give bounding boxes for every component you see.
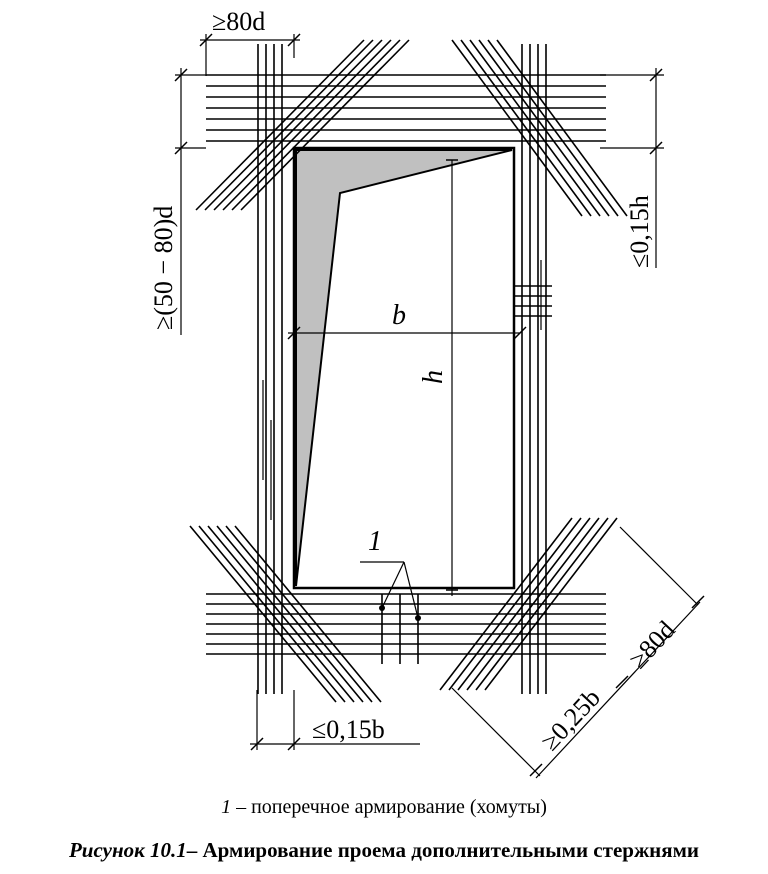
diagonal-bar bbox=[195, 39, 365, 211]
dimension-ticks bbox=[174, 33, 705, 777]
label-right-015h: ≤0,15h bbox=[625, 195, 654, 268]
diagonal-bar bbox=[487, 39, 619, 217]
diagonal-bar bbox=[475, 517, 609, 691]
diagonal-bar bbox=[469, 39, 601, 217]
reinforcement-bars bbox=[189, 39, 628, 703]
label-top-80d: ≥80d bbox=[212, 7, 265, 36]
figure-caption: Рисунок 10.1– Армирование проема дополни… bbox=[0, 838, 768, 863]
diagonal-bar bbox=[496, 39, 628, 217]
legend-text: – поперечное армирование (хомуты) bbox=[231, 796, 547, 818]
label-br-025b: ≥0,25b bbox=[535, 683, 606, 756]
diagonal-bar bbox=[484, 517, 618, 691]
diagonal-bar bbox=[451, 39, 583, 217]
diagonal-bar bbox=[216, 525, 364, 703]
label-h: h bbox=[418, 370, 449, 384]
diagonal-bar bbox=[222, 39, 392, 211]
diagonal-bar bbox=[207, 525, 355, 703]
opening-shading bbox=[295, 149, 513, 587]
diagonal-bar bbox=[198, 525, 346, 703]
diagonal-bar bbox=[234, 525, 382, 703]
diagonal-bar bbox=[240, 39, 410, 211]
figure-legend: 1 – поперечное армирование (хомуты) bbox=[0, 796, 768, 819]
callout-dot bbox=[379, 605, 385, 611]
callout-dot bbox=[415, 615, 421, 621]
diagonal-bar bbox=[231, 39, 401, 211]
caption-text: – Армирование проема дополнительными сте… bbox=[186, 838, 700, 862]
diagonal-bar bbox=[204, 39, 374, 211]
diagonal-bar bbox=[466, 517, 600, 691]
diagonal-bar bbox=[448, 517, 582, 691]
diagonal-bar bbox=[225, 525, 373, 703]
caption-number: Рисунок 10.1 bbox=[68, 838, 187, 862]
label-left-50-80d: ≥(50 − 80)d bbox=[149, 206, 178, 330]
label-bottom-015b: ≤0,15b bbox=[312, 715, 385, 744]
label-b: b bbox=[392, 300, 406, 331]
diagonal-bar bbox=[439, 517, 573, 691]
diagonal-bar bbox=[478, 39, 610, 217]
diagonal-bar bbox=[460, 39, 592, 217]
label-br-80d: ≥80d bbox=[623, 615, 681, 674]
legend-number: 1 bbox=[221, 796, 232, 818]
diagonal-bar bbox=[457, 517, 591, 691]
opening-outline bbox=[292, 146, 516, 590]
diagonal-bar bbox=[213, 39, 383, 211]
diagonal-bar bbox=[189, 525, 337, 703]
callout-number-1: 1 bbox=[368, 526, 382, 557]
dimension-lines bbox=[175, 34, 701, 779]
